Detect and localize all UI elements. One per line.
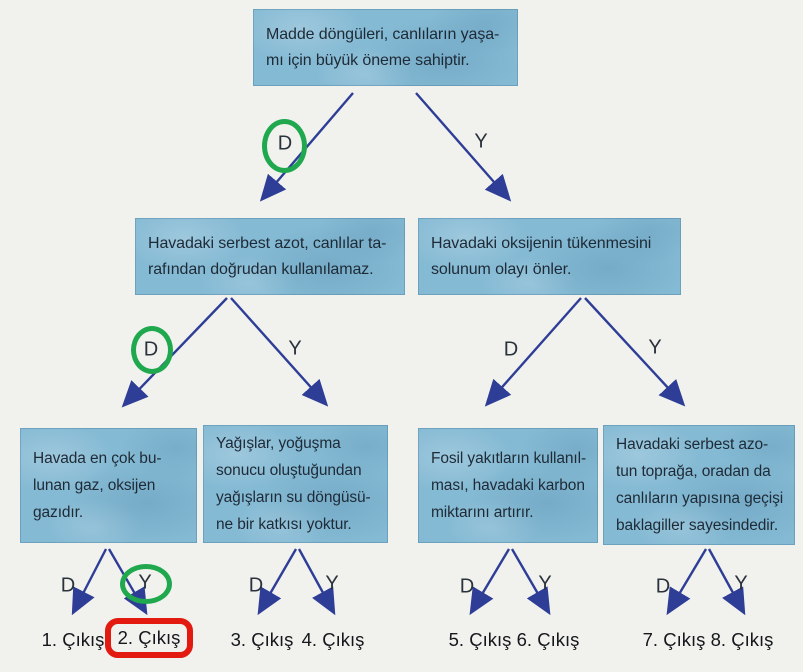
- branch-label-leaf1-d: D: [60, 574, 76, 597]
- node-leaf3: Fosil yakıtların kullanıl- ması, havadak…: [418, 428, 598, 543]
- arrow-azot-y: [230, 297, 329, 407]
- arrow-leaf4-y: [707, 548, 746, 616]
- branch-label-leaf4-y: Y: [734, 572, 748, 595]
- node-oksijen: Havadaki oksijenin tükenmesini solunum o…: [418, 218, 681, 295]
- node-text-line: Havadaki serbest azot, canlılar ta-: [148, 234, 387, 252]
- green-circle-azot-d: [131, 326, 173, 374]
- exit-label-8: 8. Çıkış: [710, 629, 774, 650]
- exit-label-6: 6. Çıkış: [516, 629, 580, 650]
- node-leaf4: Havadaki serbest azo- tun toprağa, orada…: [603, 425, 795, 545]
- branch-label-azot-d: D: [143, 338, 159, 361]
- branch-label-root-y: Y: [474, 130, 488, 153]
- node-leaf1: Havada en çok bu- lunan gaz, oksijen gaz…: [20, 428, 197, 543]
- red-box-exit-2: 2. Çıkış: [105, 618, 193, 658]
- node-text-line: sonucu oluştuğundan: [216, 461, 362, 479]
- node-text-line: miktarını artırır.: [431, 504, 534, 522]
- exit-label-4: 4. Çıkış: [301, 629, 365, 650]
- node-text-line: Havada en çok bu-: [33, 449, 162, 467]
- arrow-oksijen-y: [584, 297, 686, 407]
- node-text-line: solunum olayı önler.: [431, 260, 572, 278]
- node-text-line: Fosil yakıtların kullanıl-: [431, 449, 587, 467]
- node-text-line: lunan gaz, oksijen: [33, 476, 156, 494]
- exit-label-2: 2. Çıkış: [117, 627, 181, 648]
- node-text-line: Havadaki oksijenin tükenmesini: [431, 234, 652, 252]
- arrow-oksijen-d: [484, 297, 582, 407]
- exit-label-5: 5. Çıkış: [448, 629, 512, 650]
- branch-label-leaf1-y: Y: [138, 571, 152, 594]
- arrow-leaf2-d: [257, 548, 298, 616]
- arrow-leaf4-d: [666, 548, 708, 616]
- arrow-leaf1-d: [71, 548, 108, 616]
- arrow-root-y: [415, 92, 512, 202]
- green-circle-root-d: [262, 119, 307, 173]
- node-text-line: canlıların yapısına geçişi: [616, 490, 784, 507]
- arrow-leaf3-d: [469, 548, 511, 616]
- arrow-leaf3-y: [510, 548, 551, 616]
- branch-label-leaf3-d: D: [459, 575, 475, 598]
- node-text-line: baklagiller sayesindedir.: [616, 517, 779, 535]
- branch-label-leaf2-y: Y: [325, 572, 339, 595]
- branch-label-oksijen-d: D: [503, 338, 519, 361]
- node-text-line: rafından doğrudan kullanılamaz.: [148, 260, 374, 278]
- node-text-line: Havadaki serbest azo-: [616, 435, 769, 453]
- exit-label-1: 1. Çıkış: [41, 629, 105, 650]
- node-text-line: ması, havadaki karbon: [431, 476, 585, 494]
- node-leaf2: Yağışlar, yoğuşma sonucu oluştuğundan ya…: [203, 425, 388, 543]
- node-text-line: tun toprağa, oradan da: [616, 462, 771, 480]
- node-text-line: yağışların su döngüsü-: [216, 489, 371, 506]
- node-azot: Havadaki serbest azot, canlılar ta- rafı…: [135, 218, 405, 295]
- arrow-azot-d: [121, 297, 228, 408]
- branch-label-leaf3-y: Y: [538, 572, 552, 595]
- exit-label-7: 7. Çıkış: [642, 629, 706, 650]
- node-text-line: mı için büyük öneme sahiptir.: [266, 51, 470, 69]
- node-root: Madde döngüleri, canlıların yaşa- mı içi…: [253, 9, 518, 86]
- node-text-line: Madde döngüleri, canlıların yaşa-: [266, 25, 500, 43]
- node-text-line: gazıdır.: [33, 504, 84, 522]
- arrow-root-d: [259, 92, 354, 202]
- branch-label-leaf4-d: D: [655, 575, 671, 598]
- exit-label-3: 3. Çıkış: [230, 629, 294, 650]
- branch-label-oksijen-y: Y: [648, 336, 662, 359]
- node-text-line: ne bir katkısı yoktur.: [216, 516, 352, 534]
- branch-label-leaf2-d: D: [248, 574, 264, 597]
- branch-label-azot-y: Y: [288, 337, 302, 360]
- branch-label-root-d: D: [277, 132, 293, 155]
- node-text-line: Yağışlar, yoğuşma: [216, 434, 341, 452]
- arrow-leaf2-y: [297, 548, 336, 616]
